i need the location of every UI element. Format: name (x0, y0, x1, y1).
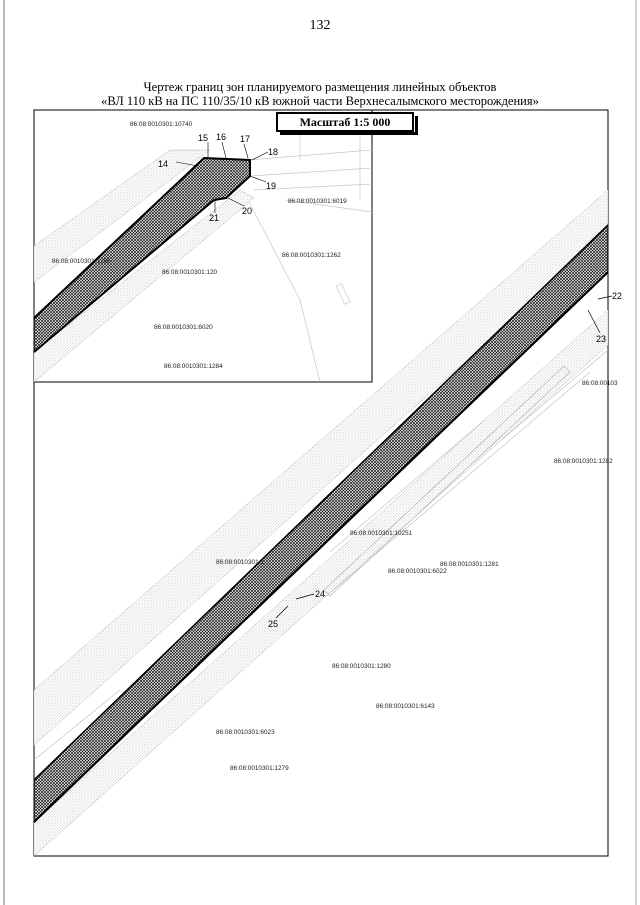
boundary-point: 21 (209, 213, 219, 223)
boundary-point: 17 (240, 134, 250, 144)
parcel-label: 86:08:0010301:1262 (282, 252, 341, 259)
parcel-label: 86:08:0010301:6019 (288, 198, 347, 205)
boundary-point: 15 (198, 133, 208, 143)
parcel-label: 86:08:0010301:1265 (52, 258, 111, 265)
parcel-label: 86:08:0010301:1281 (440, 561, 499, 568)
scale-label: Масштаб 1:5 000 (276, 112, 418, 135)
drawing-title: Чертеж границ зон планируемого размещени… (0, 80, 640, 108)
parcel-label: 86:08:0010301:10740 (130, 121, 193, 128)
parcel-label: 86:08:0010301:6020 (154, 324, 213, 331)
parcel-label: 86:08:0010301:6143 (376, 703, 435, 710)
parcel-label: 86:08:0010301:6022 (388, 568, 447, 575)
parcel-label: 86:08:0010301:1284 (164, 363, 223, 370)
parcel-label: 86:08:0010301:1280 (332, 663, 391, 670)
inset-leaders (175, 141, 269, 213)
parcel-label: 86:08:0010301:1279 (230, 765, 289, 772)
parcel-label: 86:08:00103 (582, 380, 618, 387)
boundary-point: 24 (315, 589, 325, 599)
boundary-point: 16 (216, 132, 226, 142)
parcel-label: 86:08:0010301:1 (216, 559, 264, 566)
page-number: 132 (309, 18, 331, 33)
main-map-content (34, 189, 608, 856)
inset-easement-upper (34, 149, 211, 283)
boundary-point: 25 (268, 619, 278, 629)
parcel-label: 86:08:0010301:1282 (554, 458, 613, 465)
corridor-edge-lower (34, 271, 608, 823)
boundary-point: 18 (268, 147, 278, 157)
boundary-point: 20 (242, 206, 252, 216)
parcel-label: 86:08:0010301:6023 (216, 729, 275, 736)
parcel-label: 86:08:0010301:120 (162, 269, 218, 276)
structure-outline (323, 365, 571, 597)
boundary-point: 23 (596, 334, 606, 344)
corridor-edge-upper (34, 224, 608, 781)
easement-zone-upper (34, 189, 608, 746)
boundary-point: 19 (266, 181, 276, 191)
inset-easement-lower (34, 189, 255, 382)
point-leaders (275, 295, 613, 619)
title-line-1: Чертеж границ зон планируемого размещени… (143, 80, 497, 94)
title-line-2: «ВЛ 110 кВ на ПС 110/35/10 кВ южной част… (101, 94, 539, 108)
boundary-point: 14 (158, 159, 168, 169)
parcel-label: 86:08:0010301:10251 (350, 530, 413, 537)
boundary-point: 22 (612, 291, 622, 301)
